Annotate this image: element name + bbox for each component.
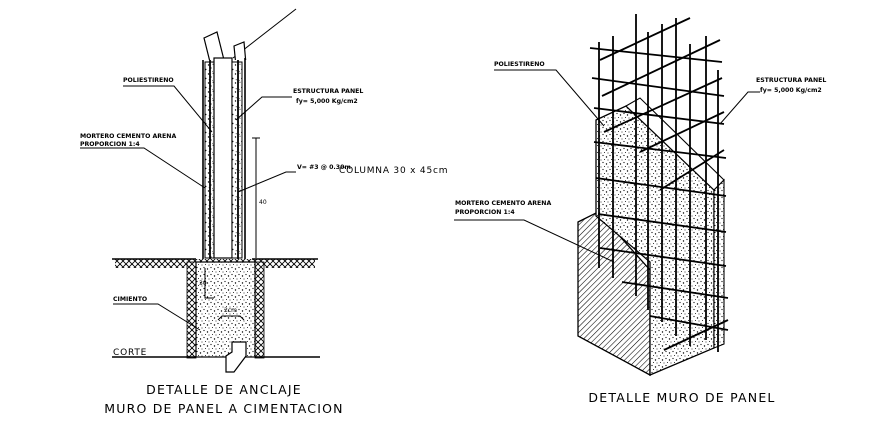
leader-mortero-r — [454, 219, 615, 263]
label-mortero: MORTERO CEMENTO ARENA — [80, 133, 176, 140]
dim-40: 40 — [259, 199, 267, 206]
label-varilla: V= #3 @ 0.30m — [297, 163, 351, 171]
foundation-cut — [225, 341, 247, 373]
label-estructura-fy: fy= 5,000 Kg/cm2 — [296, 98, 358, 105]
mortar-layer-right — [231, 61, 243, 259]
label-estructura-fy-r: fy= 5,000 Kg/cm2 — [760, 87, 822, 94]
title-detalle-muro: DETALLE MURO DE PANEL — [588, 390, 775, 405]
leader-varilla — [237, 171, 296, 193]
title-anclaje: DETALLE DE ANCLAJE — [146, 382, 302, 397]
dim-30: 30 — [199, 280, 207, 287]
label-estructura-panel: ESTRUCTURA PANEL — [293, 88, 363, 95]
leader-mortero — [80, 147, 206, 189]
anchor-detail: POLIESTIRENO ESTRUCTURA PANEL fy= 5,000 … — [80, 8, 448, 416]
label-polietireno: POLIESTIRENO — [123, 77, 174, 84]
label-cimiento: CIMIENTO — [113, 296, 147, 303]
label-proporcion: PROPORCION 1:4 — [80, 141, 140, 148]
label-corte: CORTE — [113, 348, 147, 358]
soil-left — [186, 261, 197, 359]
soil-right — [254, 261, 265, 359]
title-muro-cimentacion: MURO DE PANEL A CIMENTACION — [104, 401, 343, 416]
label-mortero-r: MORTERO CEMENTO ARENA — [455, 200, 551, 207]
leader-polietireno-r — [494, 69, 605, 127]
polystyrene-core — [213, 57, 233, 259]
label-estructura-panel-r: ESTRUCTURA PANEL — [756, 77, 826, 84]
rebar-grid — [589, 14, 729, 352]
leader-estructura-r — [719, 91, 760, 125]
label-proporcion-r: PROPORCION 1:4 — [455, 209, 515, 216]
label-polietireno-r: POLIESTIRENO — [494, 61, 545, 68]
leader-estructura — [235, 96, 292, 121]
panel-wall-detail: POLIESTIRENO ESTRUCTURA PANEL fy= 5,000 … — [454, 14, 826, 405]
dim-2cm: 2cm — [224, 307, 237, 314]
leader-polietireno — [123, 85, 213, 133]
label-columna: COLUMNA 30 x 45cm — [339, 166, 448, 176]
leader-cimiento — [113, 303, 201, 331]
